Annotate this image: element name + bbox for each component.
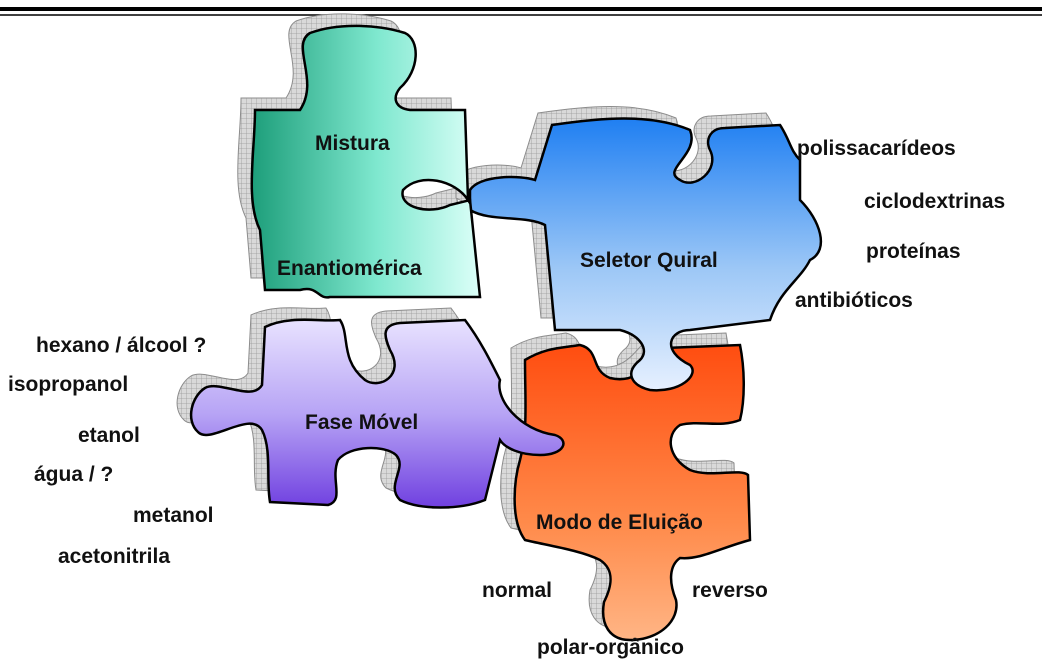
label-etanol: etanol (78, 424, 140, 447)
label-polar-organico: polar-orgânico (537, 636, 685, 659)
label-reverso: reverso (692, 579, 768, 602)
label-antibioticos: antibióticos (795, 289, 913, 312)
label-agua: água / ? (34, 463, 114, 486)
label-fase-movel: Fase Móvel (305, 411, 419, 434)
label-metanol: metanol (133, 504, 214, 527)
label-proteinas: proteínas (866, 240, 961, 263)
label-ciclodextrinas: ciclodextrinas (864, 190, 1006, 213)
label-isopropanol: isopropanol (8, 373, 129, 396)
label-hexano-alcool: hexano / álcool ? (36, 334, 207, 357)
piece-mistura-enantiomerica (250, 24, 482, 299)
label-acetonitrila: acetonitrila (58, 545, 171, 568)
label-polissacarideos: polissacarídeos (797, 137, 956, 160)
label-modo-de-eluicao: Modo de Eluição (536, 511, 703, 534)
label-mistura: Mistura (315, 132, 390, 155)
label-enantiomerica: Enantiomérica (277, 257, 422, 280)
label-normal: normal (482, 579, 553, 602)
piece-fase-movel (189, 318, 565, 509)
label-seletor-quiral: Seletor Quiral (580, 249, 718, 272)
piece-seletor-quiral (468, 117, 823, 392)
